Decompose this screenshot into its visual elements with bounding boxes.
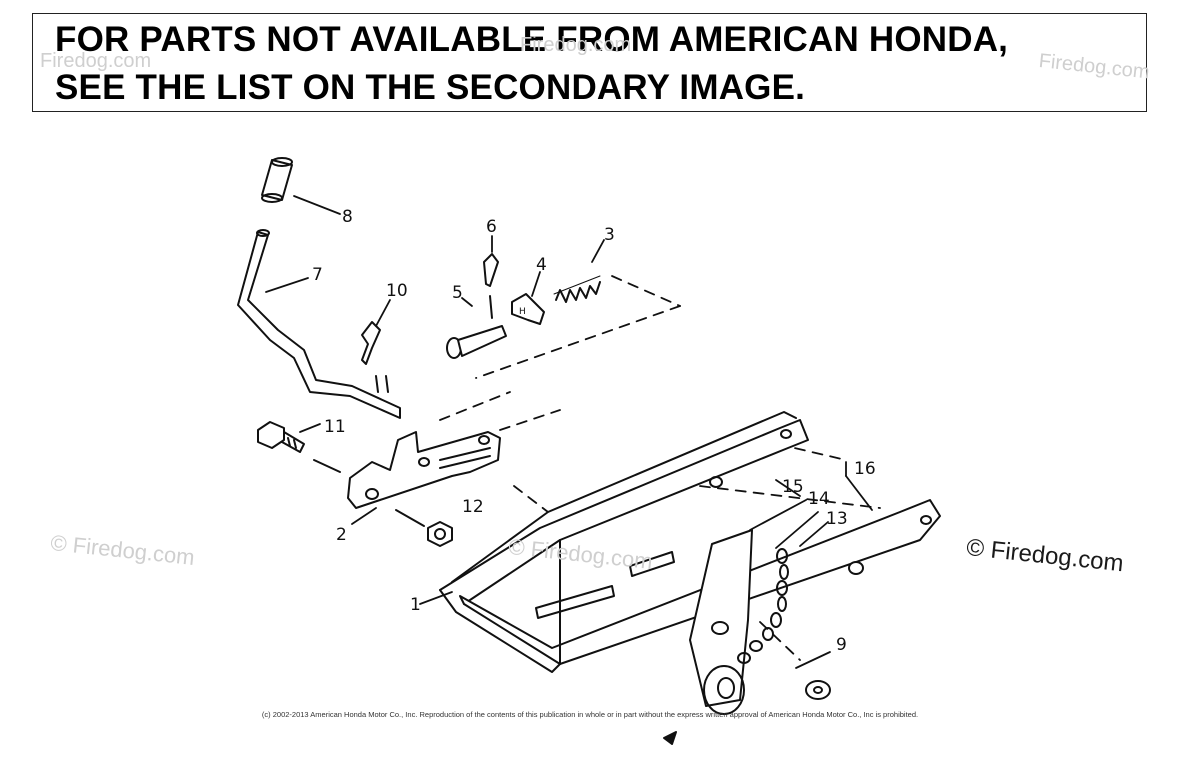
fastener [848, 561, 864, 575]
part-9-washer [805, 680, 831, 700]
notice-line-2: SEE THE LIST ON THE SECONDARY IMAGE. [55, 68, 806, 107]
callout-14: 14 [808, 489, 830, 509]
nut [395, 509, 453, 547]
callout-10: 10 [386, 281, 408, 301]
callout-6: 6 [486, 217, 497, 237]
callout-7: 7 [312, 265, 323, 285]
part-3-spring [553, 275, 601, 303]
watermark-top-center: Firedog.com [520, 34, 632, 56]
callout-15: 15 [782, 477, 804, 497]
callout-8: 8 [342, 207, 353, 227]
part-2-latch [347, 431, 501, 509]
part-10-pin [361, 321, 389, 393]
callout-12: 12 [462, 497, 484, 517]
part-4-plate: H [511, 293, 545, 325]
part-15-hitch-plate [689, 529, 753, 707]
callout-4: 4 [536, 255, 547, 275]
callout-1: 1 [410, 595, 421, 615]
part-6-cotter-pin [483, 253, 499, 319]
part-7-lever-rod [237, 229, 401, 419]
part-11-bolt [257, 421, 341, 473]
callout-numbers: 1 2 3 4 5 6 7 8 9 10 11 12 13 14 15 16 [312, 207, 876, 655]
callout-16: 16 [854, 459, 876, 479]
callout-5: 5 [452, 283, 463, 303]
leader-lines [265, 195, 873, 669]
callout-11: 11 [324, 417, 346, 437]
part-1-frame [439, 411, 941, 673]
callout-9: 9 [836, 635, 847, 655]
copyright-notice: (c) 2002-2013 American Honda Motor Co., … [261, 710, 919, 719]
part-8-grip [261, 157, 293, 203]
notice-line-1: FOR PARTS NOT AVAILABLE FROM AMERICAN HO… [55, 20, 1009, 59]
part-13-chain [703, 548, 789, 715]
callout-3: 3 [604, 225, 615, 245]
watermark-top-left: Firedog.com [40, 50, 152, 72]
svg-text:H: H [519, 307, 526, 317]
callout-13: 13 [826, 509, 848, 529]
notice-banner: FOR PARTS NOT AVAILABLE FROM AMERICAN HO… [32, 13, 1147, 112]
cut-off-part [663, 731, 677, 745]
assembly-guide-lines [439, 275, 881, 661]
part-5-clevis-pin [446, 325, 507, 359]
callout-2: 2 [336, 525, 347, 545]
